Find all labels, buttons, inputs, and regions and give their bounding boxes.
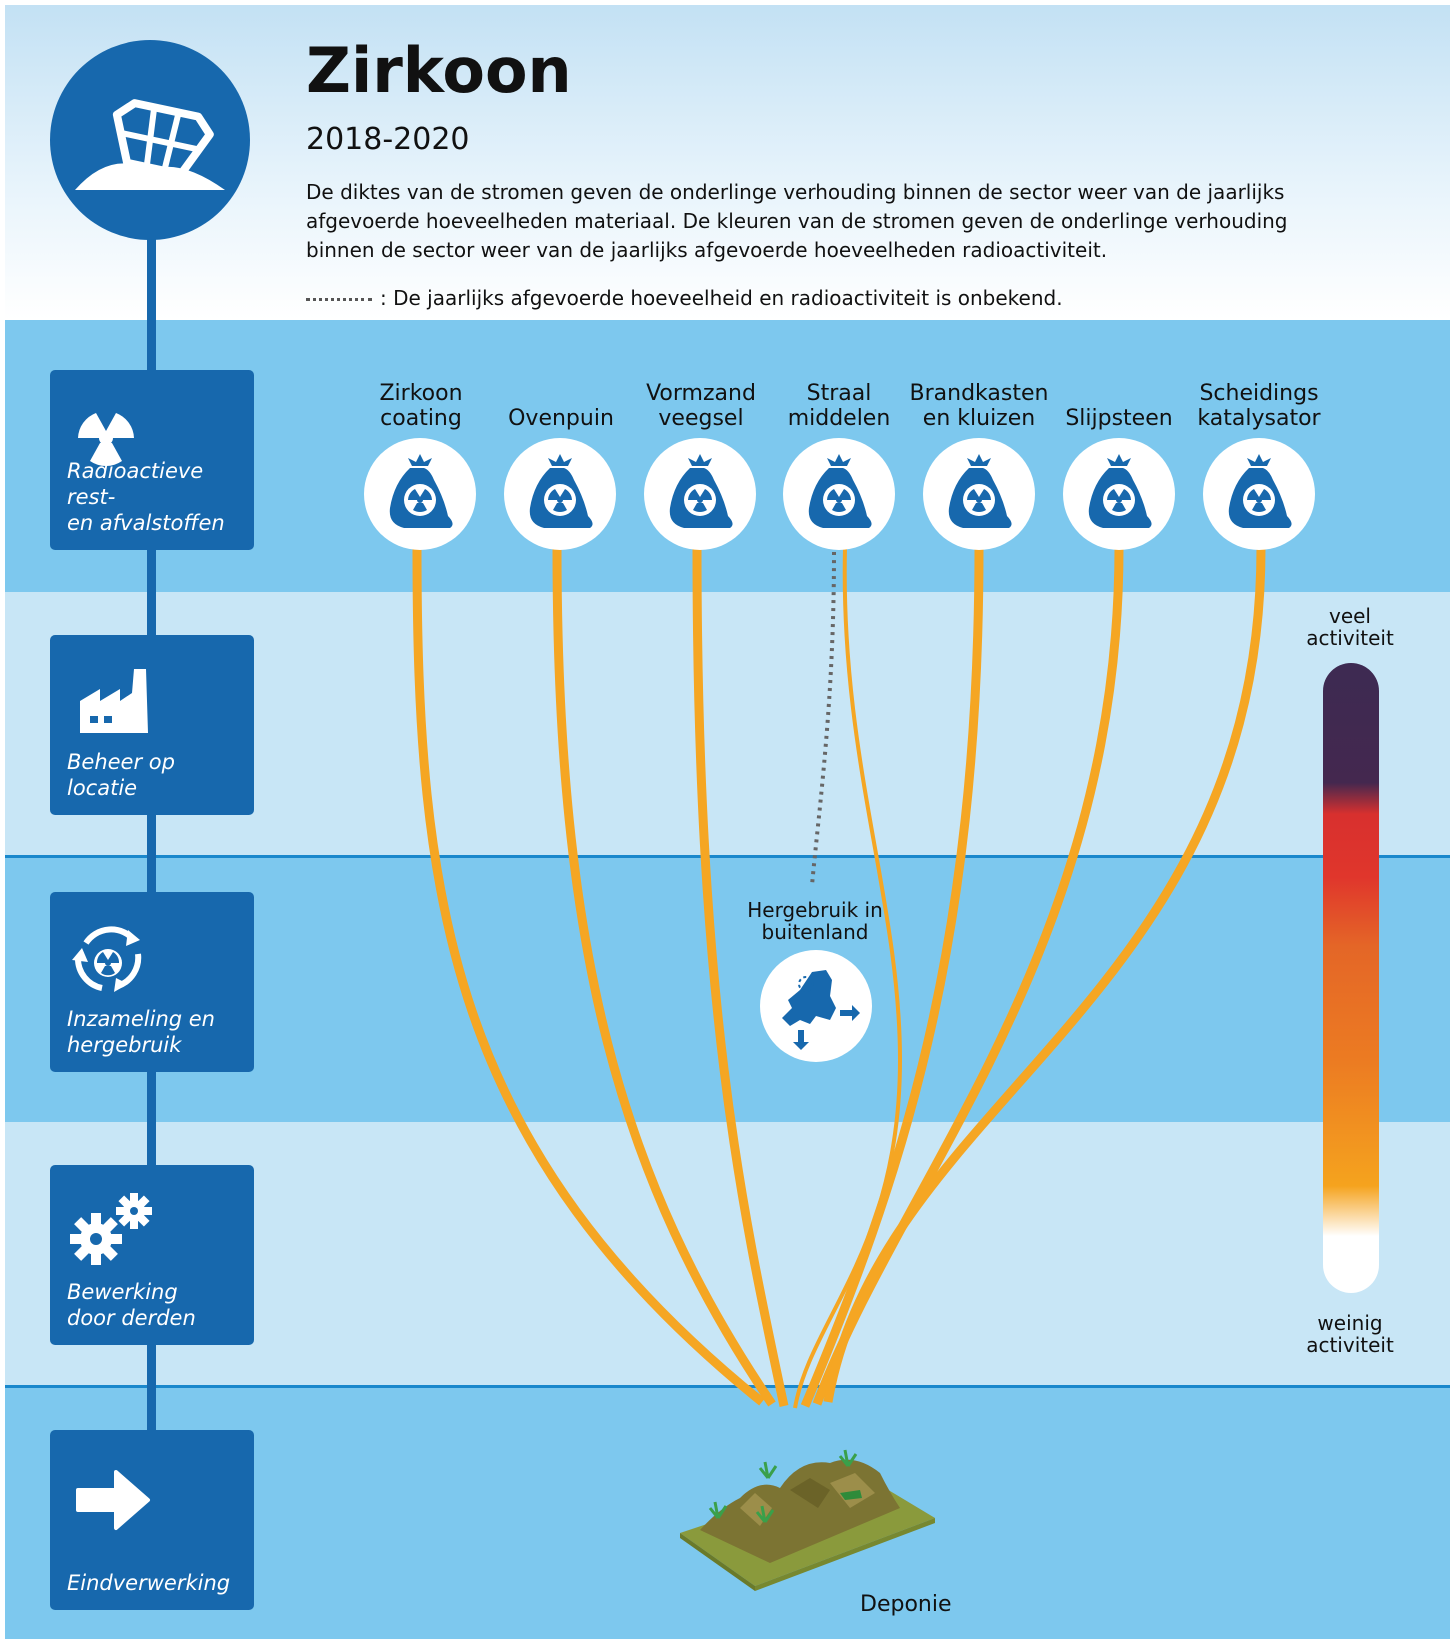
waste-bag-icon bbox=[669, 454, 733, 528]
dotted-legend: : De jaarlijks afgevoerde hoeveelheid en… bbox=[306, 286, 1063, 310]
gears-icon bbox=[70, 1193, 152, 1265]
source-label: Vormzand veegsel bbox=[646, 381, 756, 431]
band-divider bbox=[5, 1385, 1450, 1388]
source-label: Ovenpuin bbox=[508, 406, 614, 431]
reuse-node bbox=[760, 950, 872, 1062]
source-node bbox=[1203, 438, 1315, 550]
flow-zirkoon-coating bbox=[412, 547, 765, 1406]
flow-straal-middelen bbox=[793, 547, 903, 1409]
scale-bottom-label: weinig activiteit bbox=[1306, 1311, 1394, 1357]
source-label: Slijpsteen bbox=[1065, 406, 1173, 431]
page-title: Zirkoon bbox=[306, 34, 572, 107]
waste-bag-icon bbox=[948, 454, 1012, 528]
source-label: Scheidings katalysator bbox=[1197, 381, 1321, 431]
band-divider bbox=[5, 855, 1450, 858]
step-third-party-processing: Bewerking door derden bbox=[50, 1165, 254, 1345]
flow-ovenpuin bbox=[552, 547, 776, 1407]
landfill-icon bbox=[680, 1449, 935, 1591]
step-label: Radioactieve rest- en afvalstoffen bbox=[67, 459, 225, 535]
flow-straal-middelen-reuse bbox=[810, 551, 836, 886]
step-on-site-management: Beheer op locatie bbox=[50, 635, 254, 815]
source-node bbox=[1063, 438, 1175, 550]
netherlands-export-icon bbox=[782, 970, 860, 1050]
step-radioactive-waste: Radioactieve rest- en afvalstoffen bbox=[50, 370, 254, 550]
source-label: Straal middelen bbox=[787, 381, 891, 431]
waste-bag-icon bbox=[1088, 454, 1152, 528]
waste-bag-icon bbox=[1228, 454, 1292, 528]
waste-bag-icon bbox=[389, 454, 453, 528]
radiation-icon bbox=[78, 413, 134, 467]
reuse-label: Hergebruik in buitenland bbox=[747, 898, 883, 944]
step-final-processing: Eindverwerking bbox=[50, 1430, 254, 1610]
page-subtitle: 2018-2020 bbox=[306, 122, 470, 157]
step-label: Eindverwerking bbox=[67, 1571, 231, 1595]
arrow-right-icon bbox=[76, 1470, 150, 1530]
activity-scale-bar bbox=[1323, 663, 1379, 1293]
source-label: Brandkasten en kluizen bbox=[909, 381, 1049, 431]
source-label: Zirkoon coating bbox=[379, 381, 463, 431]
dotted-line-icon bbox=[306, 298, 372, 301]
destination-label: Deponie bbox=[860, 1592, 952, 1617]
waste-bag-icon bbox=[529, 454, 593, 528]
step-label: Beheer op locatie bbox=[67, 750, 175, 800]
step-label: Inzameling en hergebruik bbox=[67, 1007, 215, 1057]
flow-vormzand-veegsel bbox=[692, 547, 789, 1407]
source-node bbox=[923, 438, 1035, 550]
step-label: Bewerking door derden bbox=[67, 1280, 196, 1330]
description: De diktes van de stromen geven de onderl… bbox=[306, 180, 1288, 262]
source-node bbox=[504, 438, 616, 550]
timeline-line bbox=[147, 230, 156, 1470]
source-node bbox=[783, 438, 895, 550]
source-node bbox=[364, 438, 476, 550]
flow-brandkasten-kluizen bbox=[800, 547, 984, 1408]
recycle-icon bbox=[72, 926, 142, 992]
sector-icon bbox=[50, 40, 250, 240]
factory-icon bbox=[80, 669, 148, 733]
dotted-legend-text: : De jaarlijks afgevoerde hoeveelheid en… bbox=[380, 286, 1063, 310]
flow-scheidings-katalysator bbox=[823, 547, 1266, 1403]
waste-bag-icon bbox=[808, 454, 872, 528]
scale-top-label: veel activiteit bbox=[1306, 604, 1394, 650]
step-collection-reuse: Inzameling en hergebruik bbox=[50, 892, 254, 1072]
source-node bbox=[644, 438, 756, 550]
